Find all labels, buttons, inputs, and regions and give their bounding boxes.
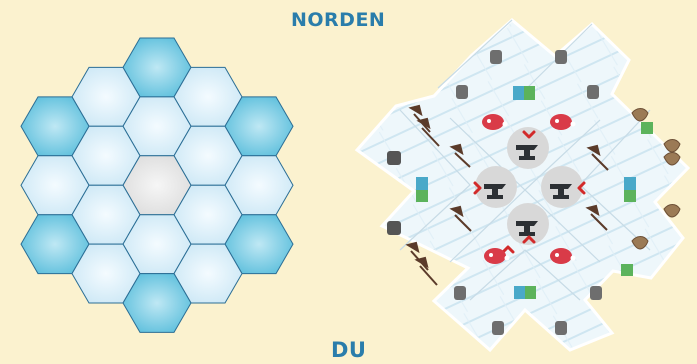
anvil-spot-top[interactable] — [507, 127, 549, 169]
map-icon — [641, 122, 653, 134]
map-icon — [514, 286, 536, 299]
helmet-icon — [492, 321, 504, 335]
anvil-spot-right[interactable] — [541, 166, 583, 208]
helmet-icon — [590, 286, 602, 300]
anvil-spot-left[interactable] — [475, 166, 517, 208]
rock-icons — [387, 151, 401, 235]
helmet-icon — [587, 85, 599, 99]
rock-icon — [387, 221, 401, 235]
helmet-icon — [456, 85, 468, 99]
helmet-icon — [555, 50, 567, 64]
map-icon — [416, 177, 428, 202]
helmet-icon — [454, 286, 466, 300]
map-icon — [513, 86, 535, 100]
axe-icon — [417, 258, 437, 285]
helmet-icon — [490, 50, 502, 64]
rock-icon — [387, 151, 401, 165]
map-icon — [624, 177, 636, 202]
map-icon — [621, 264, 633, 276]
helmet-icon — [555, 321, 567, 335]
